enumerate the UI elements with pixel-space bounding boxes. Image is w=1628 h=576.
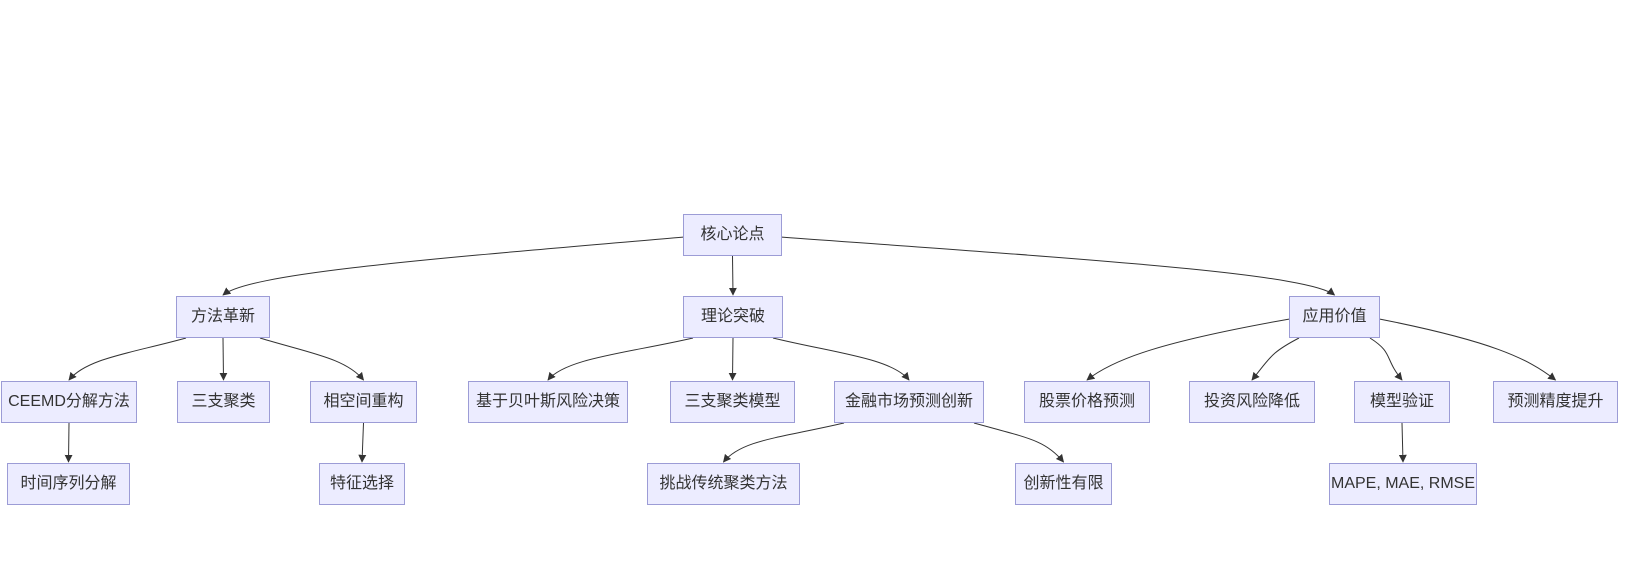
diagram-node-feature: 特征选择 [319,463,405,505]
edge-theory-finance [772,337,910,381]
edge-core-value [781,236,1336,296]
diagram-node-theory: 理论突破 [683,296,783,338]
diagram-node-phase_space: 相空间重构 [310,381,417,423]
node-label: 挑战传统聚类方法 [659,475,788,492]
node-label: 方法革新 [190,308,255,325]
edge-value-stock [1086,318,1290,381]
edge-method-three_way [219,337,228,381]
node-label: 应用价值 [1302,308,1367,325]
edge-ceemd-timeseries [64,422,73,463]
diagram-node-value: 应用价值 [1289,296,1380,338]
edge-finance-challenge [722,422,845,463]
edge-validation-metrics [1398,422,1407,463]
diagram-node-metrics: MAPE, MAE, RMSE [1329,463,1477,505]
node-label: 模型验证 [1369,393,1434,410]
node-label: 三支聚类 [191,393,256,410]
node-label: CEEMD分解方法 [8,393,130,410]
node-label: 金融市场预测创新 [844,393,973,410]
edge-core-method [222,236,684,296]
diagram-node-core: 核心论点 [683,214,782,256]
edge-theory-bayes [547,337,694,381]
node-label: 特征选择 [329,475,394,492]
edge-phase_space-feature [358,422,367,463]
diagram-node-limited: 创新性有限 [1015,463,1112,505]
diagram-node-bayes: 基于贝叶斯风险决策 [468,381,628,423]
node-label: 创新性有限 [1023,475,1104,492]
node-label: 相空间重构 [323,393,404,410]
node-label: 投资风险降低 [1203,393,1300,410]
edge-method-phase_space [259,337,365,381]
edge-finance-limited [973,422,1065,463]
edge-value-risk [1251,337,1300,381]
node-label: 核心论点 [700,226,765,243]
diagram-node-ceemd: CEEMD分解方法 [1,381,137,423]
node-label: 基于贝叶斯风险决策 [475,393,620,410]
diagram-node-method: 方法革新 [176,296,270,338]
diagram-node-validation: 模型验证 [1354,381,1450,423]
node-label: 股票价格预测 [1038,393,1135,410]
node-label: 理论突破 [700,308,765,325]
edge-core-theory [728,255,737,296]
diagram-node-risk: 投资风险降低 [1189,381,1315,423]
diagram-node-stock: 股票价格预测 [1024,381,1150,423]
node-label: MAPE, MAE, RMSE [1330,475,1476,492]
edge-value-validation [1369,337,1403,381]
diagram-node-accuracy: 预测精度提升 [1493,381,1618,423]
edge-theory-three_way_model [728,337,737,381]
node-label: 时间序列分解 [20,475,117,492]
diagram-node-three_way: 三支聚类 [177,381,270,423]
diagram-node-timeseries: 时间序列分解 [7,463,130,505]
diagram-node-three_way_model: 三支聚类模型 [670,381,795,423]
node-label: 三支聚类模型 [684,393,781,410]
node-label: 预测精度提升 [1507,393,1604,410]
edge-method-ceemd [68,337,187,381]
edge-value-accuracy [1379,318,1557,381]
diagram-node-finance: 金融市场预测创新 [834,381,984,423]
diagram-node-challenge: 挑战传统聚类方法 [647,463,800,505]
